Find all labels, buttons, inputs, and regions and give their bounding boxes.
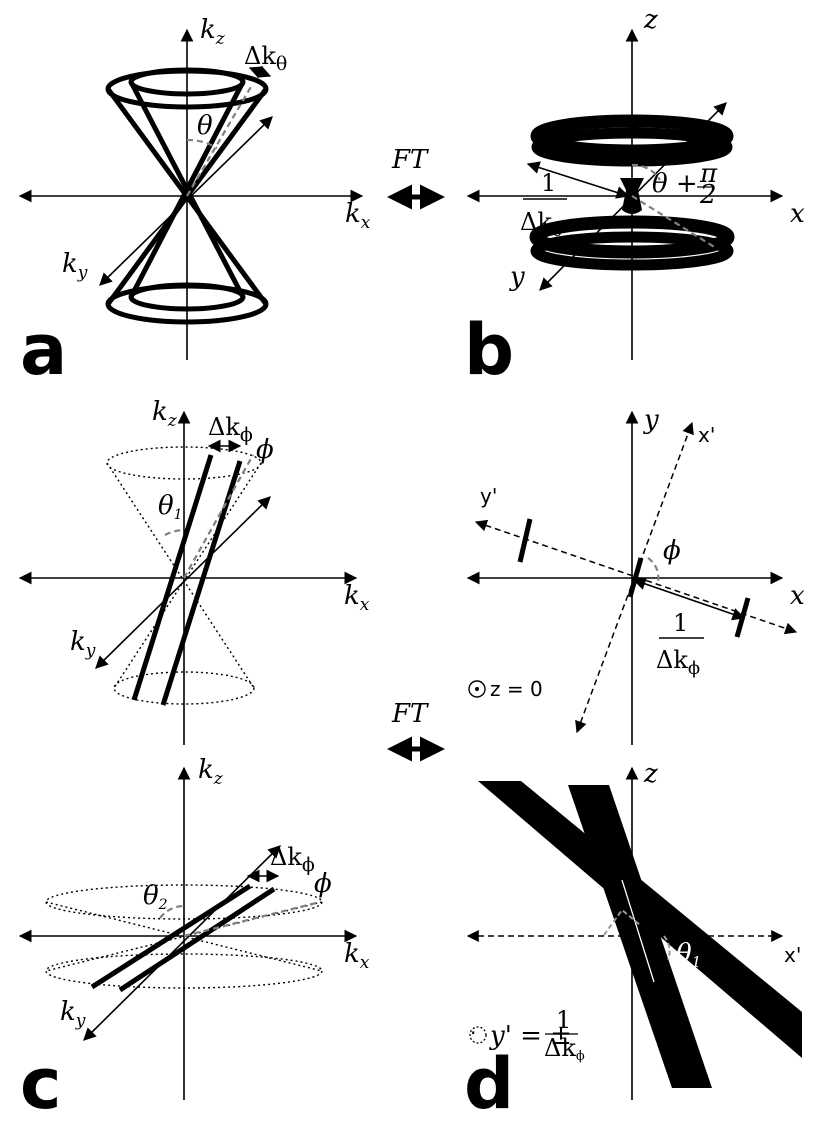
distance-arrow-d1 [632,577,746,621]
panel-letter-c: c [20,1043,62,1121]
label-x-d1: x [790,581,805,611]
z-equals-zero-note: z = 0 [468,677,543,701]
label-yprime-d1: y' [480,484,497,508]
delta-k-theta-arrow [248,65,272,79]
label-ky-c2: ky [60,997,86,1031]
phi-arc-d1 [647,557,660,583]
label-xprime-d1: x' [698,423,715,447]
panel-d-bottom: z x' θ2 θ1 · y' = ± 1 Δkϕ d [464,759,802,1121]
panel-c-bottom: kz kx ky Δkϕ ϕ θ2 c [18,755,370,1121]
label-theta1-c1: θ1 [158,491,183,523]
slice-line-3 [90,883,252,990]
panel-b: z x y 1 Δkθ θ + π 2 b [464,5,805,391]
theta-guide [186,84,253,197]
dotted-cone-c1 [106,446,262,705]
svg-text:1: 1 [541,169,556,197]
y-prime-note: · y' = ± 1 Δkϕ [469,1006,585,1064]
label-delta-k-phi-c2: Δkϕ [270,843,315,876]
panel-a: kz kx ky Δkθ θ a [18,15,371,391]
slice-line-1 [131,454,214,701]
svg-text:1: 1 [556,1006,571,1034]
panel-letter-a: a [20,309,67,391]
svg-text:1: 1 [673,609,688,637]
band-centerline-2 [621,879,655,983]
ft-label-bottom: FT [391,699,429,729]
theta1-arc-d2 [663,935,671,961]
ft-label-top: FT [391,145,429,175]
svg-text:·: · [470,1021,476,1045]
label-z-d2: z [643,759,658,789]
slice-line-4 [118,886,276,993]
label-kx-c2: kx [344,939,370,973]
label-y-d1: y [643,405,659,435]
label-theta: θ [197,111,213,141]
label-delta-k-theta: Δkθ [244,42,287,75]
label-theta2-d2: θ2 [574,888,599,920]
label-kz-c1: kz [152,397,178,431]
label-inverse-delta-k-phi-d1: 1 Δkϕ [656,609,704,679]
label-xprime-d2: x' [784,943,801,967]
label-theta-plus-pi-over-2: θ + π 2 [652,159,718,210]
label-y: y [509,262,525,292]
theta2-arc [159,904,185,919]
angle-arc [631,163,661,181]
panel-letter-b: b [464,309,514,391]
label-kz: kz [200,15,226,49]
inner-cone [128,67,246,312]
axis-ky-c1 [95,496,271,669]
label-ky-c1: ky [70,627,96,661]
svg-text:π: π [699,159,718,189]
dotted-cone-c2 [45,884,323,989]
ft-operator-bottom: FT [387,699,445,762]
label-kx: kx [345,199,371,233]
theta1-arc [164,528,185,536]
bottom-ring [529,215,735,271]
label-kz-c2: kz [198,755,224,789]
panel-d-top: y x x' y' ϕ 1 Δkϕ z = 0 [466,405,805,745]
label-x: x [790,199,805,229]
svg-text:Δkϕ: Δkϕ [544,1034,585,1064]
label-phi-d1: ϕ [663,536,681,566]
theta2-arc-d2 [603,908,641,936]
phi-guide-c1 [183,454,254,579]
axis-ky-c2 [83,845,281,1041]
panel-letter-d: d [464,1043,514,1121]
angle-guide [631,195,717,249]
svg-text:Δkθ: Δkθ [520,208,563,241]
label-phi-c2: ϕ [314,869,332,899]
svg-text:y' = ±: y' = ± [489,1021,572,1051]
tick-left [517,518,533,563]
panel-c-top: kz kx ky Δkϕ ϕ θ1 [18,397,370,745]
label-ky: ky [62,249,88,283]
svg-text:Δkϕ: Δkϕ [656,646,700,679]
label-z: z [643,5,658,35]
ft-operator-top: FT [387,145,445,210]
svg-text:2: 2 [699,180,717,210]
label-phi-c1: ϕ [256,435,274,465]
tick-center [627,557,644,598]
label-inverse-delta-k-theta: 1 Δkθ [520,169,567,241]
svg-text:z = 0: z = 0 [490,677,543,701]
label-delta-k-phi-c1: Δkϕ [208,413,253,446]
top-ring [530,114,734,167]
slice-line-2 [160,460,243,706]
theta-arc [186,138,218,149]
svg-text:θ +: θ + [652,169,698,199]
label-kx-c1: kx [344,581,370,615]
phi-guide-c2 [183,900,321,938]
distance-arrow [526,161,630,199]
label-theta2-c2: θ2 [143,881,168,913]
label-theta1-d2: θ1 [676,939,701,971]
